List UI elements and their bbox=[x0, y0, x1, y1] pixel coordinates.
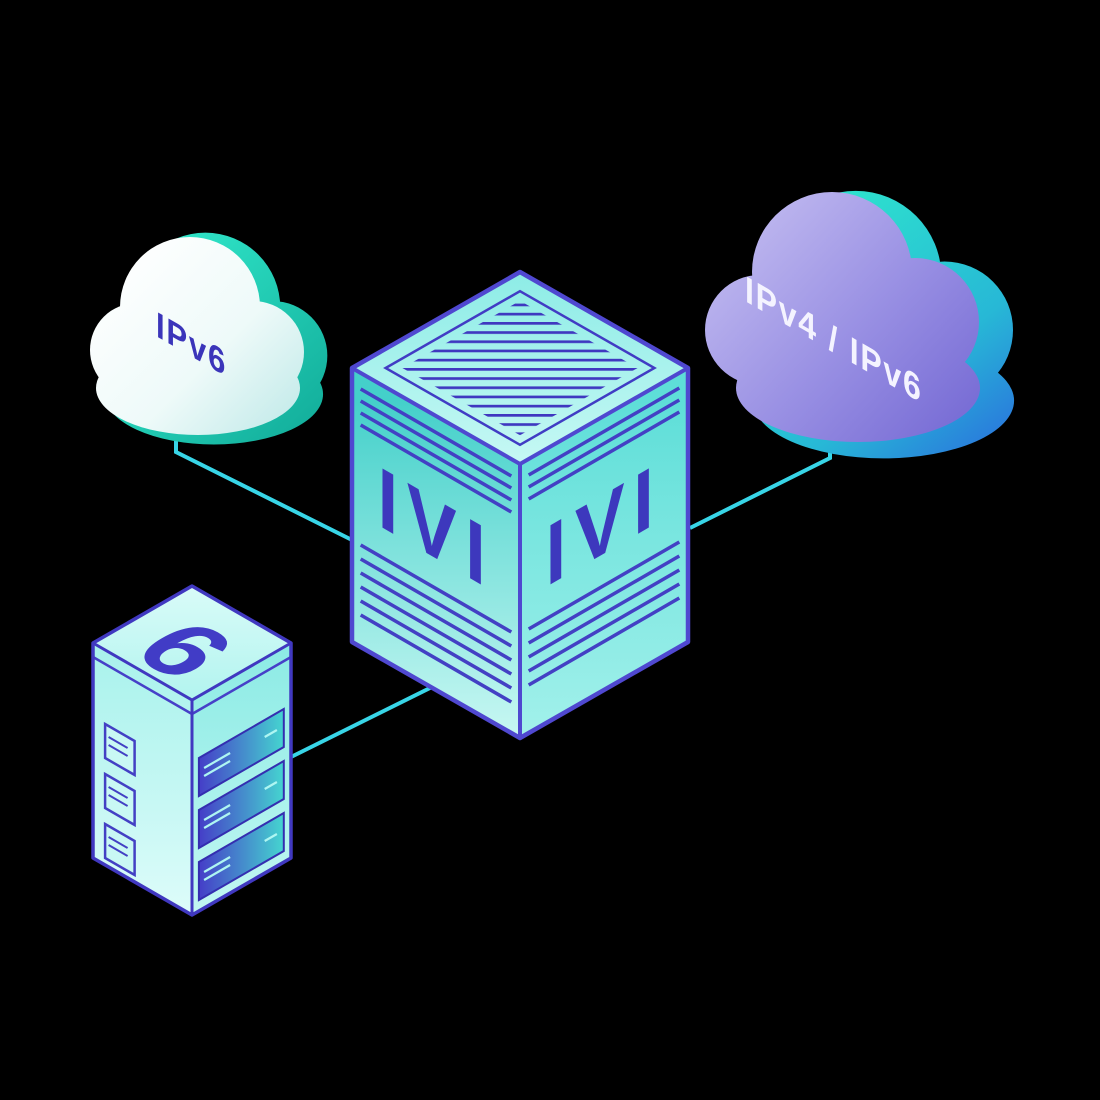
cube-top-inner-border bbox=[383, 289, 657, 447]
server-left-panel bbox=[103, 721, 136, 778]
server-drawer bbox=[197, 811, 285, 902]
server-left-panel bbox=[103, 821, 136, 878]
ipv6-cloud: IPv6 bbox=[90, 232, 328, 445]
cube-right-face-stripes-top bbox=[527, 386, 681, 501]
server-drawers bbox=[197, 707, 285, 902]
cube-outline bbox=[349, 269, 691, 741]
cube-inner-edges bbox=[351, 366, 689, 738]
ivi-translator-cube: IVI IVI bbox=[349, 269, 691, 741]
server-drawer bbox=[197, 759, 285, 850]
server-inner-edges bbox=[92, 641, 292, 915]
cube-left-face-stripes-top bbox=[359, 387, 513, 514]
cube-left-face-stripes-bottom bbox=[359, 543, 513, 704]
cube-top-face-lines bbox=[402, 300, 638, 436]
server-left-panel bbox=[103, 771, 136, 828]
ipv4-ipv6-cloud: IPv4 / IPv6 bbox=[705, 190, 1015, 459]
server-left-panel-vents bbox=[108, 736, 129, 857]
cube-right-face bbox=[520, 368, 688, 738]
server-left-panels bbox=[103, 721, 136, 878]
cube-left-face bbox=[352, 368, 520, 738]
ipv4-ipv6-cloud-body bbox=[705, 192, 980, 442]
ipv6-server-tower: 6 bbox=[91, 584, 293, 917]
server-drawer bbox=[197, 707, 285, 798]
cube-right-face-stripes-bottom bbox=[527, 540, 681, 687]
link-server-to-ivi bbox=[290, 684, 435, 759]
server-drawer-vents bbox=[203, 729, 278, 881]
server-outline bbox=[91, 584, 293, 917]
